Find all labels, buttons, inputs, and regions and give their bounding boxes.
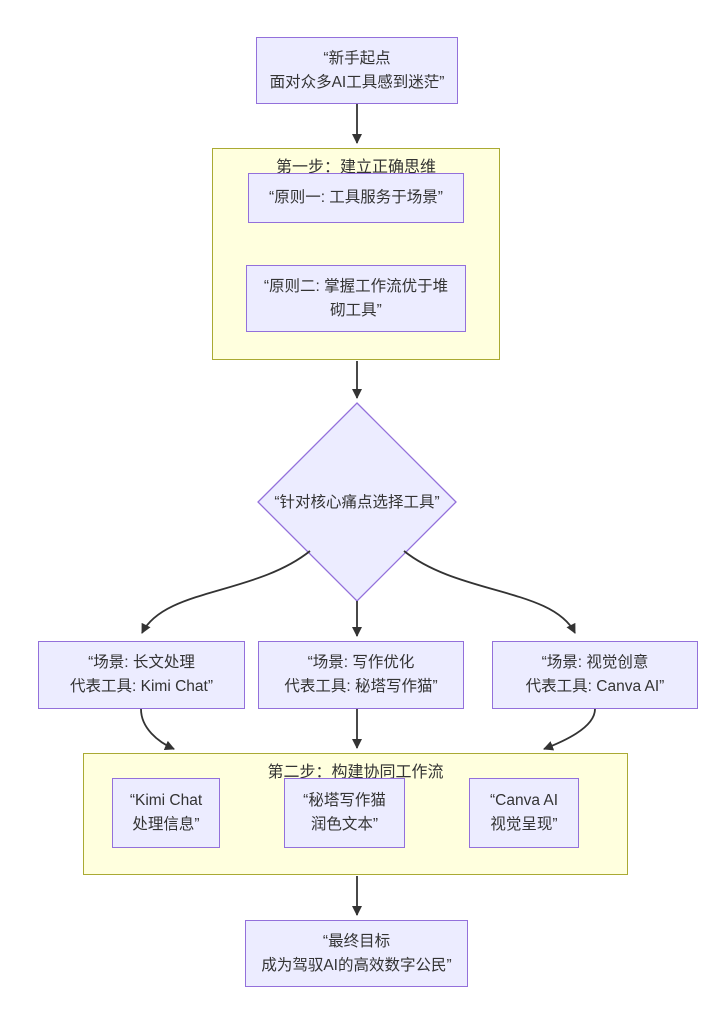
node-scenario-writing-line2: 代表工具: 秘塔写作猫” <box>284 678 438 695</box>
node-workflow-mita-line2: 润色文本” <box>310 816 379 833</box>
node-scenario-visual-line2: 代表工具: Canva AI” <box>525 678 665 695</box>
node-workflow-canva: “Canva AI 视觉呈现” <box>469 778 579 848</box>
node-principle2: “原则二: 掌握工作流优于堆 砌工具” <box>246 265 466 332</box>
node-goal-line1: “最终目标 <box>322 932 391 950</box>
cluster-step1-title: 第一步：建立正确思维 <box>275 159 436 176</box>
node-start: “新手起点 面对众多AI工具感到迷茫” <box>256 37 458 104</box>
node-goal: “最终目标 成为驾驭AI的高效数字公民” <box>245 920 468 987</box>
node-workflow-kimi-line2: 处理信息” <box>132 816 200 833</box>
node-scenario-writing: “场景: 写作优化 代表工具: 秘塔写作猫” <box>258 641 464 709</box>
node-goal-line2: 成为驾驭AI的高效数字公民” <box>261 956 452 974</box>
node-workflow-kimi: “Kimi Chat 处理信息” <box>112 778 220 848</box>
node-principle2-line2: 砌工具” <box>330 301 382 319</box>
node-start-line2: 面对众多AI工具感到迷茫” <box>269 73 445 91</box>
edge-decision-to-scenario-longtext <box>141 550 311 634</box>
node-workflow-mita: “秘塔写作猫 润色文本” <box>284 778 405 848</box>
node-scenario-longtext-line1: “场景: 长文处理 <box>88 654 195 671</box>
node-workflow-canva-line2: 视觉呈现” <box>490 816 558 833</box>
node-scenario-writing-line1: “场景: 写作优化 <box>307 654 415 671</box>
node-start-line1: “新手起点 <box>323 49 391 67</box>
node-principle2-line1: “原则二: 掌握工作流优于堆 <box>263 277 449 295</box>
node-scenario-visual-line1: “场景: 视觉创意 <box>541 654 649 671</box>
node-scenario-longtext: “场景: 长文处理 代表工具: Kimi Chat” <box>38 641 245 709</box>
node-scenario-longtext-line2: 代表工具: Kimi Chat” <box>70 678 213 695</box>
node-workflow-canva-line1: “Canva AI <box>489 792 559 809</box>
node-workflow-mita-line1: “秘塔写作猫 <box>303 792 386 809</box>
node-principle1-label: “原则一: 工具服务于场景” <box>269 189 443 206</box>
node-principle1: “原则一: 工具服务于场景” <box>248 173 464 223</box>
edge-scenario-longtext-to-step2 <box>140 708 175 750</box>
edge-decision-to-scenario-visual <box>403 550 576 634</box>
node-decision-label: “针对核心痛点选择工具” <box>274 494 440 511</box>
node-scenario-visual: “场景: 视觉创意 代表工具: Canva AI” <box>492 641 698 709</box>
cluster-step2-title: 第二步：构建协同工作流 <box>267 764 444 781</box>
node-workflow-kimi-line1: “Kimi Chat <box>129 792 203 809</box>
edge-scenario-visual-to-step2 <box>543 708 596 751</box>
